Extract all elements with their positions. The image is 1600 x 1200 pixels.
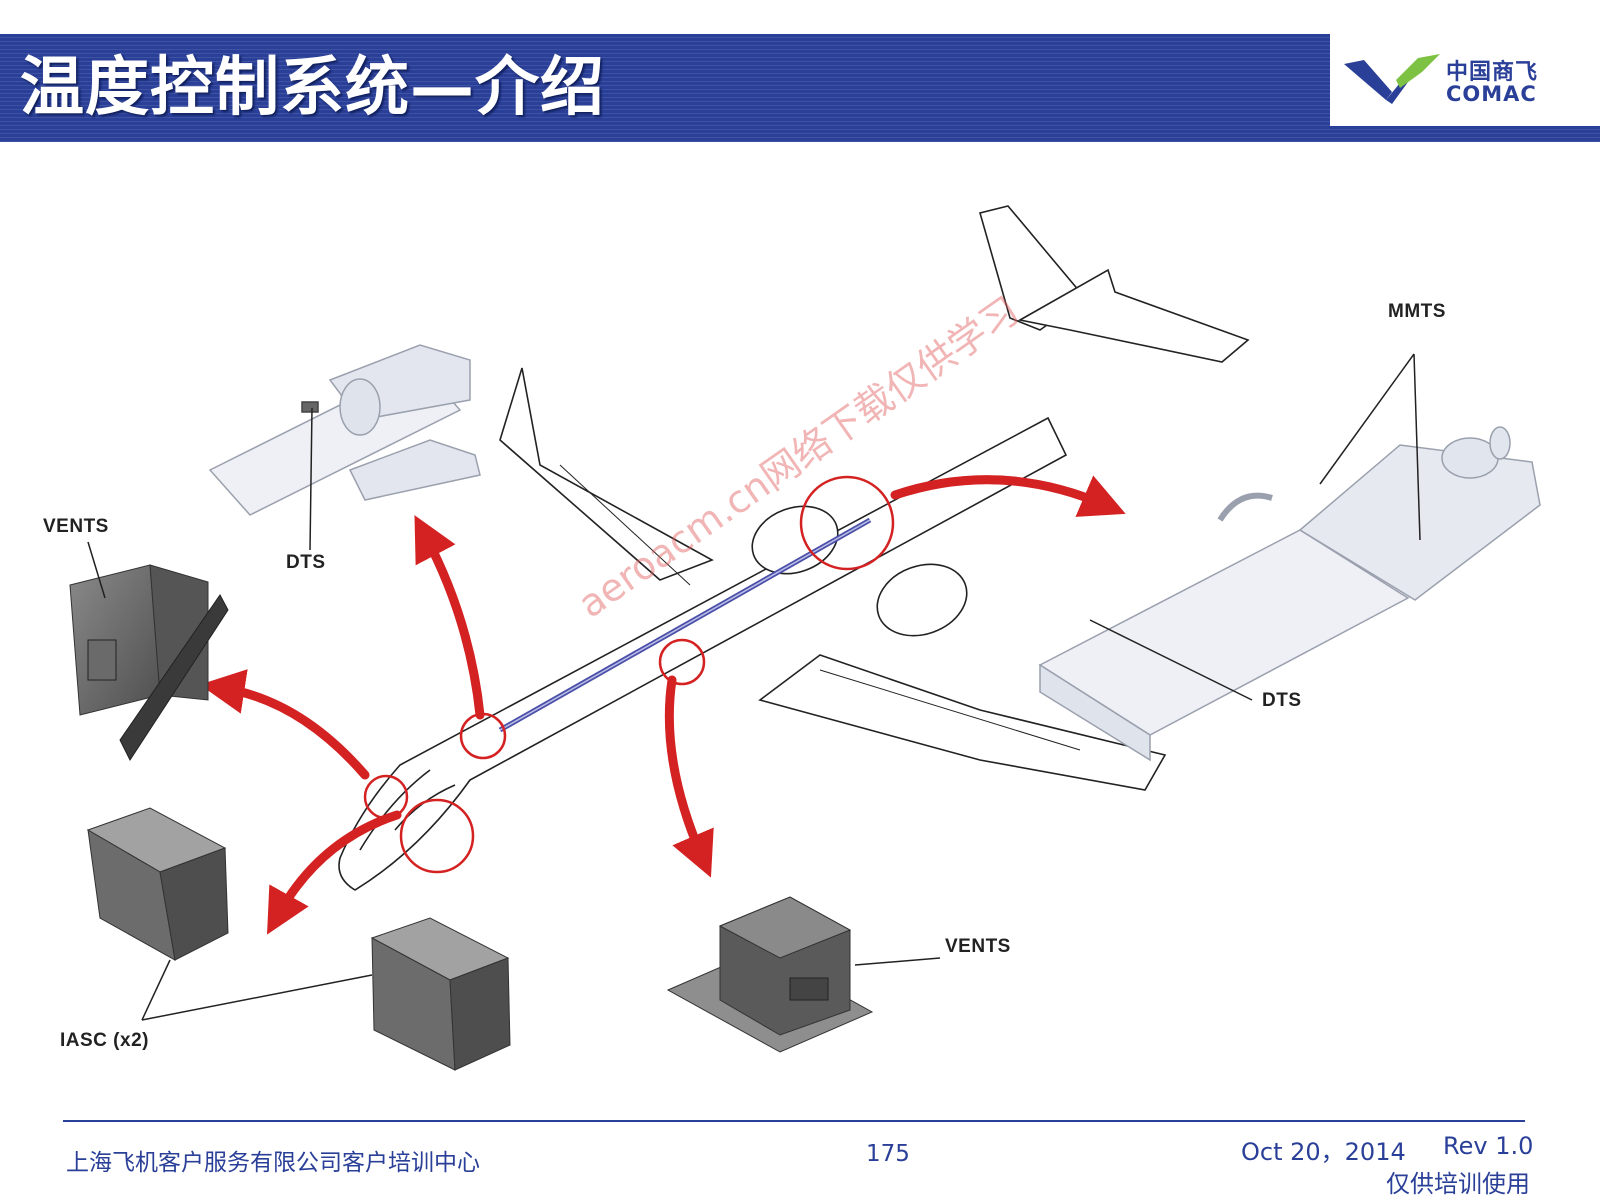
diagram-svg [69, 205, 1541, 1071]
label-iasc: IASC (x2) [60, 1030, 149, 1051]
aircraft-temperature-control-diagram: VENTS DTS MMTS DTS VENTS IASC (x2) [0, 150, 1600, 1100]
comac-logo-icon [1344, 54, 1440, 104]
iasc-unit-1 [86, 807, 229, 961]
footer-organization: 上海飞机客户服务有限公司客户培训中心 [66, 1150, 480, 1176]
logo-chinese-text: 中国商飞 [1446, 60, 1539, 85]
page-title: 温度控制系统—介绍 [20, 51, 605, 125]
red-arrows [199, 475, 1126, 935]
label-dts-right: DTS [1262, 690, 1302, 711]
vents-bottom-unit [666, 896, 874, 1053]
iasc-unit-2 [370, 917, 511, 1071]
duct-dts-illustration [208, 344, 481, 516]
label-vents-left: VENTS [43, 516, 109, 537]
vents-left-unit [69, 564, 229, 762]
page-number: 175 [866, 1141, 910, 1167]
footer-training-note: 仅供培训使用 [1386, 1170, 1530, 1198]
label-dts-top: DTS [286, 552, 326, 573]
label-mmts: MMTS [1388, 301, 1446, 322]
label-vents-bottom: VENTS [945, 936, 1011, 957]
logo: 中国商飞 COMAC [1330, 34, 1600, 126]
logo-english-text: COMAC [1446, 82, 1537, 106]
footer-divider [63, 1120, 1525, 1122]
footer-date: Oct 20，2014 [1241, 1138, 1406, 1166]
footer-revision: Rev 1.0 [1443, 1132, 1534, 1160]
aircraft-outline [338, 205, 1250, 891]
leader-lines [87, 353, 1421, 1021]
callout-circles [363, 475, 895, 874]
air-duct [498, 517, 872, 733]
